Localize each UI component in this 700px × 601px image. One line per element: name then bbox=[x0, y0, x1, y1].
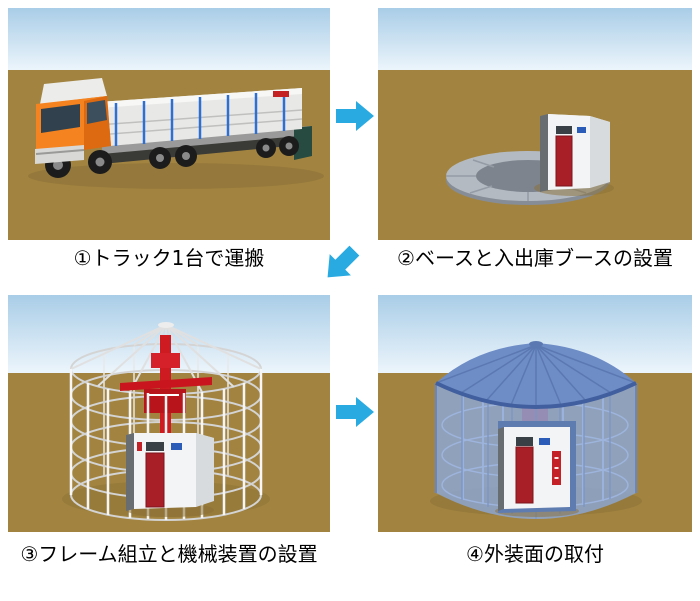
step-4-panel bbox=[378, 295, 692, 532]
booth-transom bbox=[146, 442, 164, 451]
base-and-booth-illustration bbox=[378, 8, 692, 240]
arrow-down-left-icon bbox=[316, 239, 365, 288]
truck-wheels bbox=[45, 136, 299, 178]
entry-booth bbox=[540, 114, 610, 192]
booth-sign bbox=[539, 438, 550, 445]
booth-door bbox=[555, 135, 573, 187]
booth-door bbox=[145, 452, 165, 508]
truck bbox=[35, 78, 312, 178]
step-2-caption: ②ベースと入出庫ブースの設置 bbox=[397, 246, 673, 270]
step-3-panel bbox=[8, 295, 330, 532]
arrow-right-icon bbox=[336, 396, 374, 428]
step-3-caption: ③フレーム組立と機械装置の設置 bbox=[20, 542, 318, 566]
booth-sign bbox=[577, 127, 586, 133]
logo-mark bbox=[552, 451, 561, 485]
dome-roof bbox=[435, 341, 637, 409]
exterior-cover-illustration bbox=[378, 295, 692, 532]
step-2-panel bbox=[378, 8, 692, 240]
entry-booth bbox=[126, 433, 214, 511]
truck-shadow bbox=[28, 163, 324, 189]
truck-load bbox=[97, 88, 303, 147]
booth-transom bbox=[516, 437, 533, 446]
step-4-caption: ④外装面の取付 bbox=[466, 542, 604, 566]
sky bbox=[378, 8, 692, 72]
frame-assembly-illustration bbox=[8, 295, 330, 532]
logo-mark bbox=[137, 442, 142, 451]
entry-booth bbox=[498, 421, 576, 513]
truck-cab bbox=[35, 78, 111, 164]
arrow-right-icon bbox=[336, 100, 374, 132]
booth-door bbox=[515, 446, 534, 504]
booth-transom bbox=[556, 126, 572, 134]
truck-illustration bbox=[8, 8, 330, 240]
step-1-panel bbox=[8, 8, 330, 240]
sky bbox=[8, 8, 330, 72]
booth-sign bbox=[171, 443, 182, 450]
step-1-caption: ①トラック1台で運搬 bbox=[73, 246, 265, 270]
